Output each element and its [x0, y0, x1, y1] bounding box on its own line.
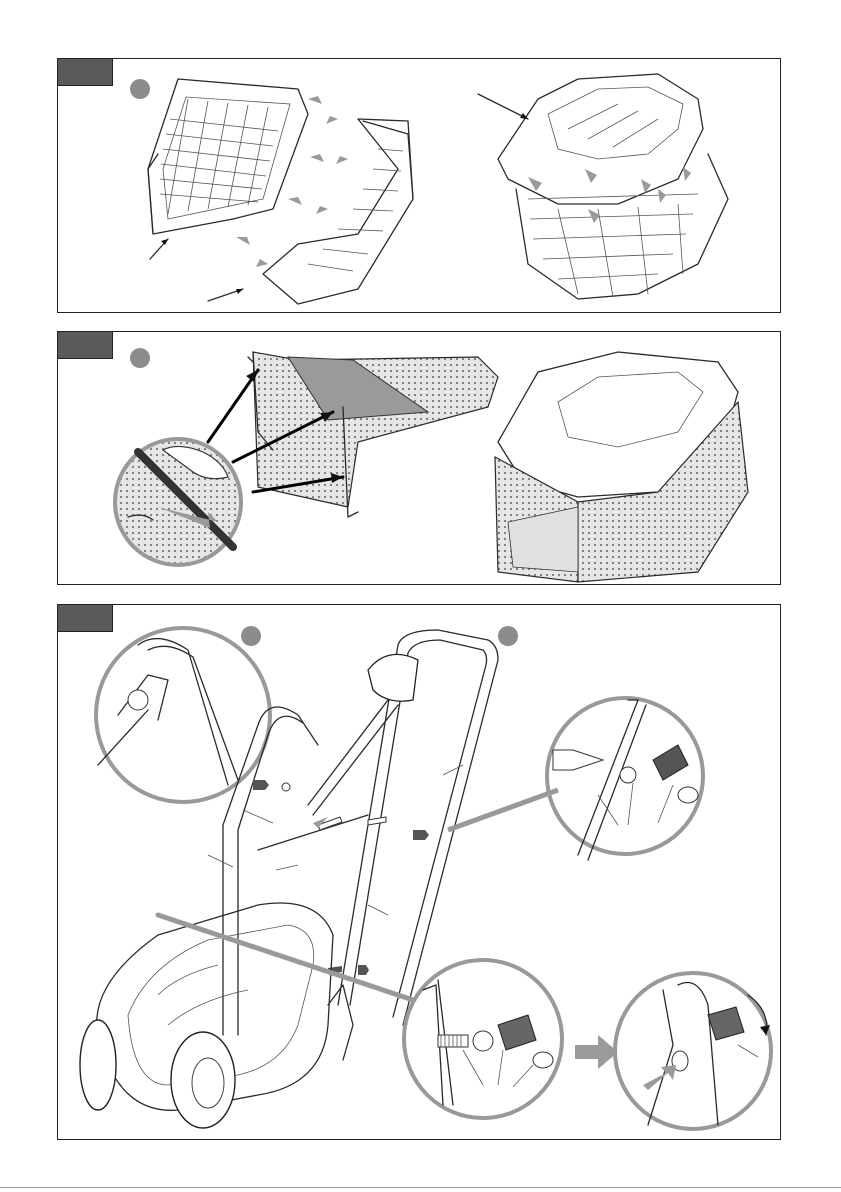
figure-panel-3 [57, 604, 781, 1140]
page-footer-line [0, 1187, 841, 1188]
figure-panel-1 [57, 58, 781, 313]
grass-bag-assembly-illustration [58, 332, 780, 584]
handle-assembly-illustration [58, 605, 780, 1139]
grass-bag-frame-illustration [58, 59, 780, 312]
figure-panel-2 [57, 331, 781, 585]
